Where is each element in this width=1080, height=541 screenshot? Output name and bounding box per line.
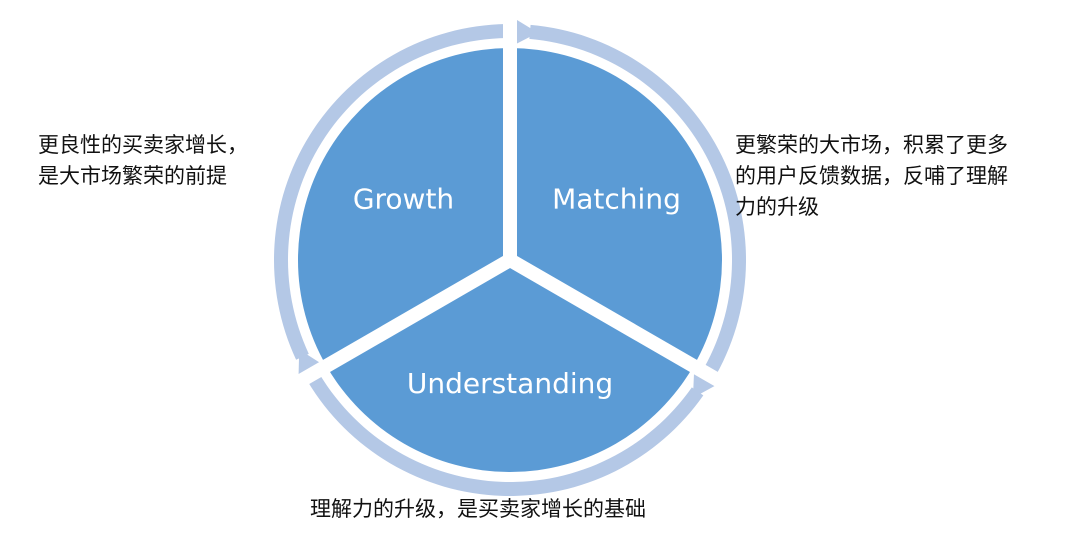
annotation-matching: 更繁荣的大市场，积累了更多 的用户反馈数据，反哺了理解 力的升级 <box>735 130 1008 223</box>
segment-label-matching: Matching <box>552 183 681 216</box>
cycle-arrow-matching <box>529 24 747 398</box>
segment-divider <box>506 253 737 396</box>
segment-label-understanding: Understanding <box>407 367 613 400</box>
cycle-arrow-understanding <box>298 349 704 496</box>
annotation-understanding: 理解力的升级，是买卖家增长的基础 <box>310 494 646 525</box>
segment-label-growth: Growth <box>353 183 454 216</box>
annotation-line: 更良性的买卖家增长， <box>38 133 248 157</box>
segment-divider <box>283 253 514 396</box>
annotation-growth: 更良性的买卖家增长， 是大市场繁荣的前提 <box>38 130 248 192</box>
annotation-line: 是大市场繁荣的前提 <box>38 164 227 188</box>
cycle-arrow-growth <box>273 13 538 360</box>
annotation-line: 理解力的升级，是买卖家增长的基础 <box>310 497 646 521</box>
annotation-line: 力的升级 <box>735 195 819 219</box>
annotation-line: 更繁荣的大市场，积累了更多 <box>735 133 1008 157</box>
annotation-line: 的用户反馈数据，反哺了理解 <box>735 164 1008 188</box>
